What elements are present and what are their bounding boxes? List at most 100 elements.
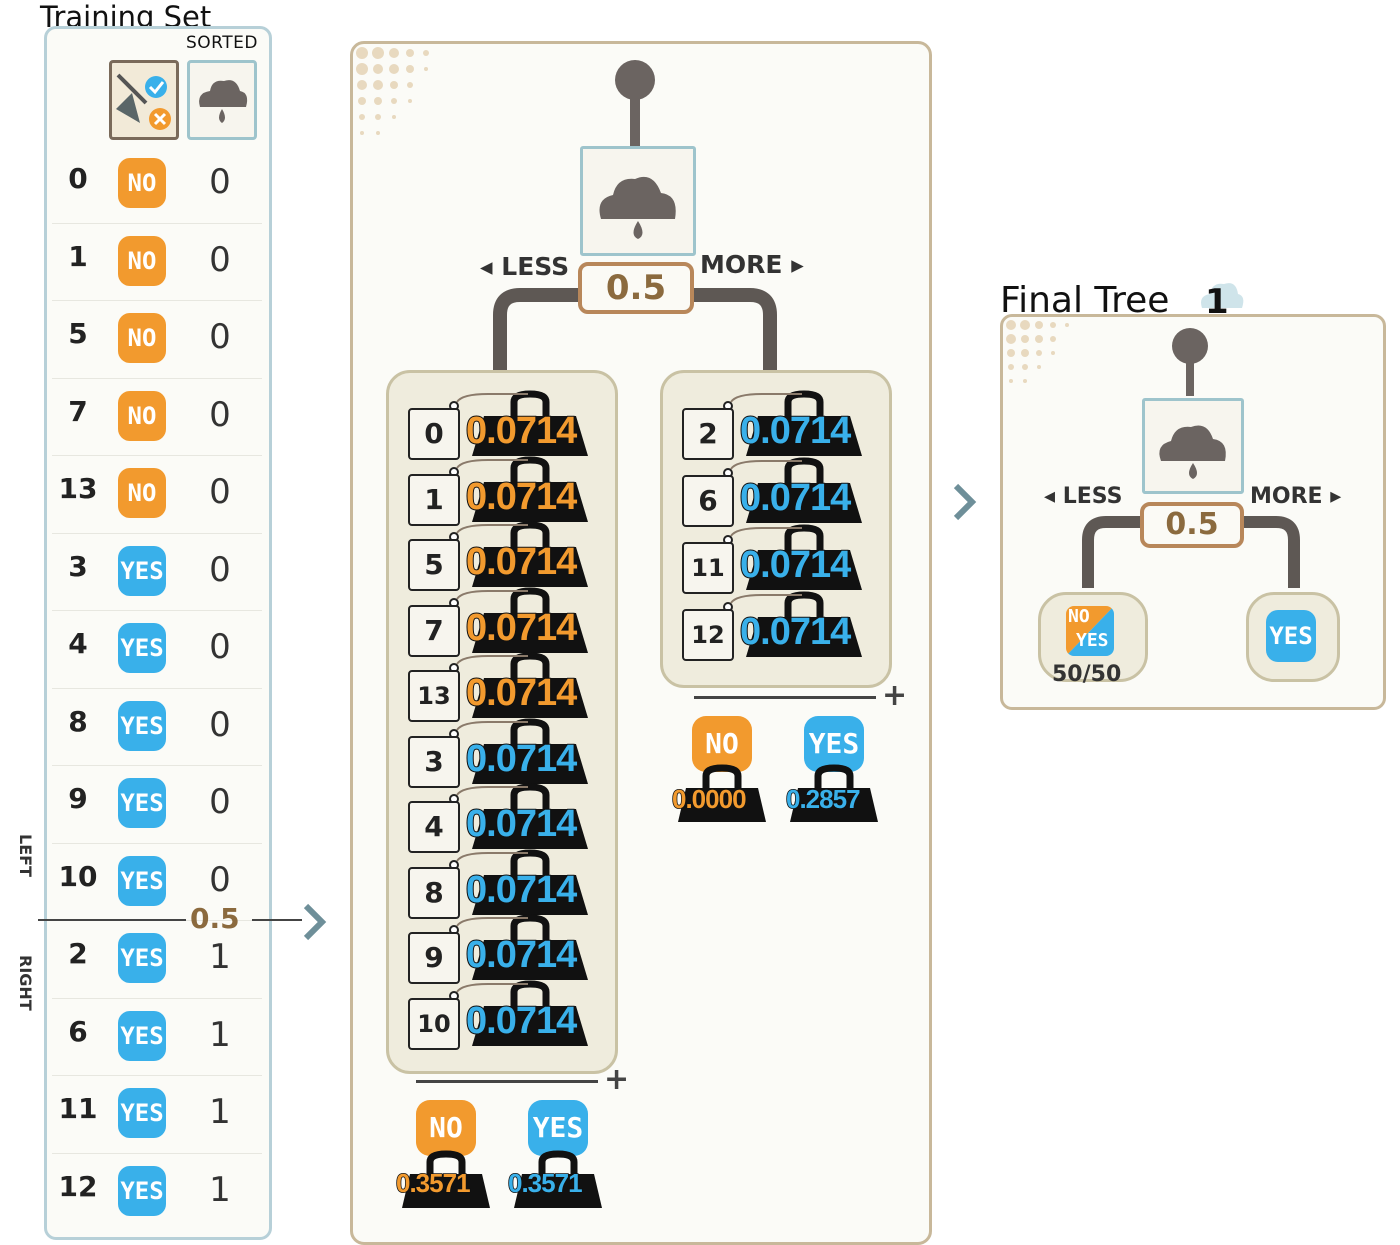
rain-cloud-icon: [599, 176, 676, 239]
rain-cloud-icon: [1159, 425, 1226, 479]
item-id-tag: 4: [408, 801, 460, 853]
row-id: 9: [68, 782, 88, 815]
rain-value: 0: [209, 472, 231, 512]
item-weight: 0.0714: [465, 933, 578, 977]
row-id: 5: [68, 317, 88, 350]
left-sum-no-weight: 0.3571: [395, 1167, 471, 1199]
cloud-badge-icon: [1201, 283, 1244, 308]
item-id-tag: 10: [408, 997, 460, 1050]
less-label: LESS: [501, 252, 570, 281]
class-badge: NO: [118, 235, 166, 286]
weight-icon: [472, 848, 588, 915]
row-id: 2: [68, 937, 88, 970]
more-indicator: MORE ▸: [700, 250, 804, 279]
row-divider: [52, 1075, 262, 1076]
class-badge: YES: [118, 700, 166, 751]
weight-icon: [746, 524, 862, 590]
row-divider: [52, 300, 262, 301]
item-weight: 0.0714: [465, 868, 578, 912]
chevron-right-icon: [303, 903, 327, 941]
rain-feature-node: [580, 146, 696, 256]
row-divider: [52, 997, 262, 999]
right-sum-line: [694, 696, 876, 699]
class-badge: YES: [118, 623, 166, 673]
golf-decision-icon: [109, 60, 179, 140]
item-weight: 0.0714: [465, 999, 578, 1043]
item-id-tag: 1: [408, 473, 460, 526]
weight-icon: [472, 652, 588, 718]
weight-icon: [472, 455, 588, 522]
split-threshold: 0.5: [190, 902, 240, 935]
mixed-class-badge: NO YES: [1066, 606, 1114, 656]
class-badge: YES: [118, 855, 166, 906]
row-divider: [52, 1152, 262, 1154]
leaf-yes-label: YES: [1076, 630, 1109, 651]
item-id-tag: 0: [408, 408, 460, 460]
split-color-icon: [1066, 606, 1114, 656]
weight-icon: [790, 764, 878, 822]
left-sum-yes-badge: YES: [528, 1100, 588, 1156]
weight-icon: [472, 979, 588, 1046]
row-id: 12: [58, 1169, 98, 1203]
more-indicator: MORE ▸: [1250, 484, 1341, 509]
item-id-tag: 2: [682, 408, 734, 460]
row-id: 4: [68, 627, 88, 660]
item-weight: 0.0714: [739, 476, 852, 520]
rain-feature-node: [1142, 398, 1244, 494]
weight-icon: [402, 1150, 490, 1208]
threshold-box: 0.5: [578, 262, 694, 314]
chevron-right-icon: [953, 483, 977, 521]
item-weight: 0.0714: [465, 409, 578, 453]
item-weight: 0.0714: [739, 409, 852, 453]
branch-connector: [1082, 516, 1300, 588]
class-badge: YES: [118, 1088, 166, 1138]
row-id: 7: [68, 394, 88, 428]
item-weight: 0.0714: [739, 610, 852, 654]
rain-value: 0: [209, 859, 231, 900]
rain-value: 0: [209, 782, 231, 822]
item-weight: 0.0714: [465, 802, 578, 846]
item-id-tag: 13: [408, 670, 460, 722]
item-id-tag: 8: [408, 866, 460, 919]
item-id-tag: 9: [408, 932, 460, 984]
right-sum-no-badge: NO: [692, 716, 752, 772]
weight-icon: [472, 914, 588, 980]
right-sum-no-weight: 0.0000: [671, 783, 747, 815]
split-line-arrow: [252, 919, 302, 921]
less-indicator: ◂ LESS: [480, 252, 569, 281]
item-id-tag: 7: [408, 604, 460, 657]
threshold-box: 0.5: [1140, 502, 1244, 548]
item-weight: 0.0714: [465, 737, 578, 781]
item-weight: 0.0714: [465, 671, 578, 715]
row-id: 11: [58, 1092, 98, 1125]
root-connector: [615, 60, 655, 148]
less-indicator: ◂ LESS: [1044, 484, 1122, 509]
weight-icon: [472, 390, 588, 456]
weight-icon: [472, 586, 588, 653]
rain-value: 0: [209, 394, 231, 435]
rain-value: 0: [209, 317, 231, 357]
branch-connector: [493, 288, 777, 372]
class-badge: YES: [118, 933, 166, 983]
plus-icon: +: [882, 678, 908, 713]
row-divider: [52, 222, 262, 224]
rain-value: 0: [209, 239, 231, 280]
weight-icon: [472, 521, 588, 587]
row-id: 3: [68, 549, 88, 583]
final-tree-number: 1: [1205, 282, 1229, 322]
rain-value: 1: [209, 1014, 231, 1055]
rain-value: 0: [209, 549, 231, 590]
row-id: 0: [68, 162, 88, 195]
left-sum-yes-weight: 0.3571: [507, 1167, 583, 1199]
caret-left-icon: ◂: [1044, 484, 1056, 509]
right-label: RIGHT: [16, 955, 35, 1011]
item-weight: 0.0714: [465, 540, 578, 584]
